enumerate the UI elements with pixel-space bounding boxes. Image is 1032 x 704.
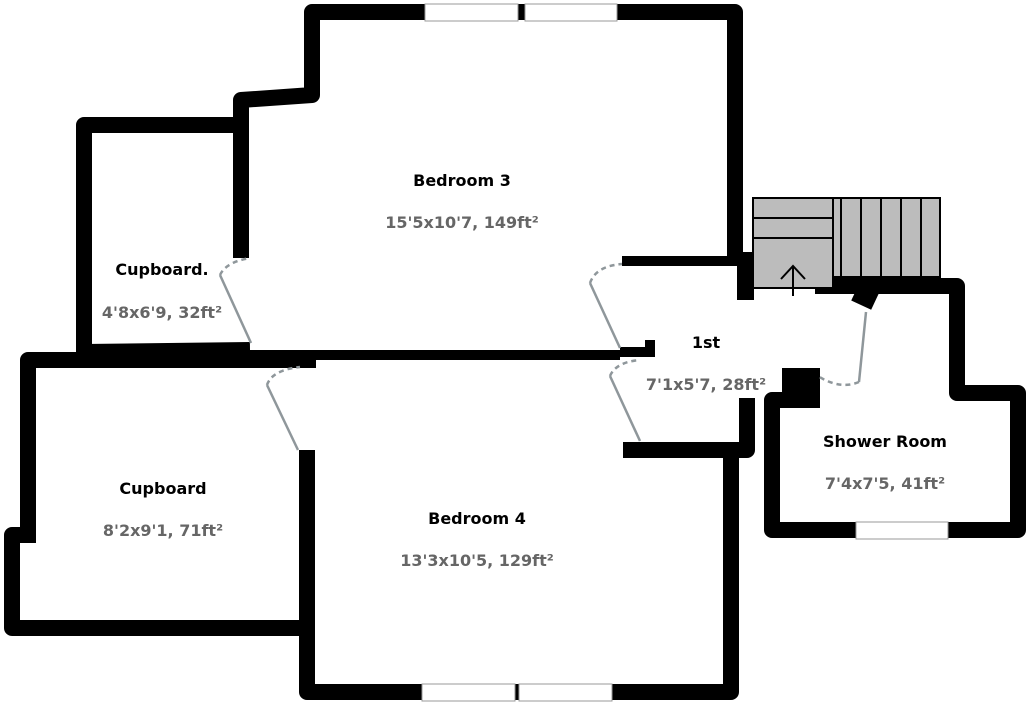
door-shower-room[interactable] [817, 311, 868, 387]
windows [421, 3, 949, 702]
cupboard-upper-walls [76, 117, 251, 360]
door-cupboard-upper[interactable] [218, 256, 253, 344]
room-name: Shower Room [823, 432, 947, 451]
stairs-up-arrow-icon [780, 264, 806, 296]
room-labels: Bedroom 3 15'5x10'7, 149ft² Cupboard. 4'… [102, 171, 947, 570]
room-dimensions: 7'4x7'5, 41ft² [825, 474, 945, 493]
window-icon [518, 683, 613, 702]
room-dimensions: 8'2x9'1, 71ft² [103, 521, 223, 540]
window-icon [421, 683, 516, 702]
shower-room-post [782, 368, 820, 408]
window-icon [524, 3, 618, 22]
landing-right-wall [731, 398, 755, 458]
cupboard-lower-walls [20, 352, 316, 543]
room-dimensions: 13'3x10'5, 129ft² [400, 551, 554, 570]
staircase [752, 197, 941, 296]
door-bedroom-3[interactable] [588, 262, 623, 349]
window-icon [424, 3, 519, 22]
cupboard-lower-bump [4, 527, 305, 636]
room-dimensions: 4'8x6'9, 32ft² [102, 303, 222, 322]
room-name: 1st [692, 333, 721, 352]
door-bedroom-4[interactable] [608, 358, 642, 442]
room-dimensions: 15'5x10'7, 149ft² [385, 213, 539, 232]
room-name: Cupboard. [115, 260, 208, 279]
landing-post [737, 252, 754, 300]
door-cupboard-lower[interactable] [265, 365, 301, 451]
shower-door-stop [851, 284, 879, 310]
shower-room-walls [764, 278, 1026, 538]
room-name: Cupboard [119, 479, 206, 498]
bedroom-4-walls [299, 442, 739, 700]
walls [4, 4, 1026, 700]
room-name: Bedroom 4 [428, 509, 526, 528]
room-name: Bedroom 3 [413, 171, 511, 190]
doors [218, 256, 868, 451]
landing-stub-wall [620, 340, 655, 357]
window-icon [855, 521, 949, 540]
room-dimensions: 7'1x5'7, 28ft² [646, 375, 766, 394]
